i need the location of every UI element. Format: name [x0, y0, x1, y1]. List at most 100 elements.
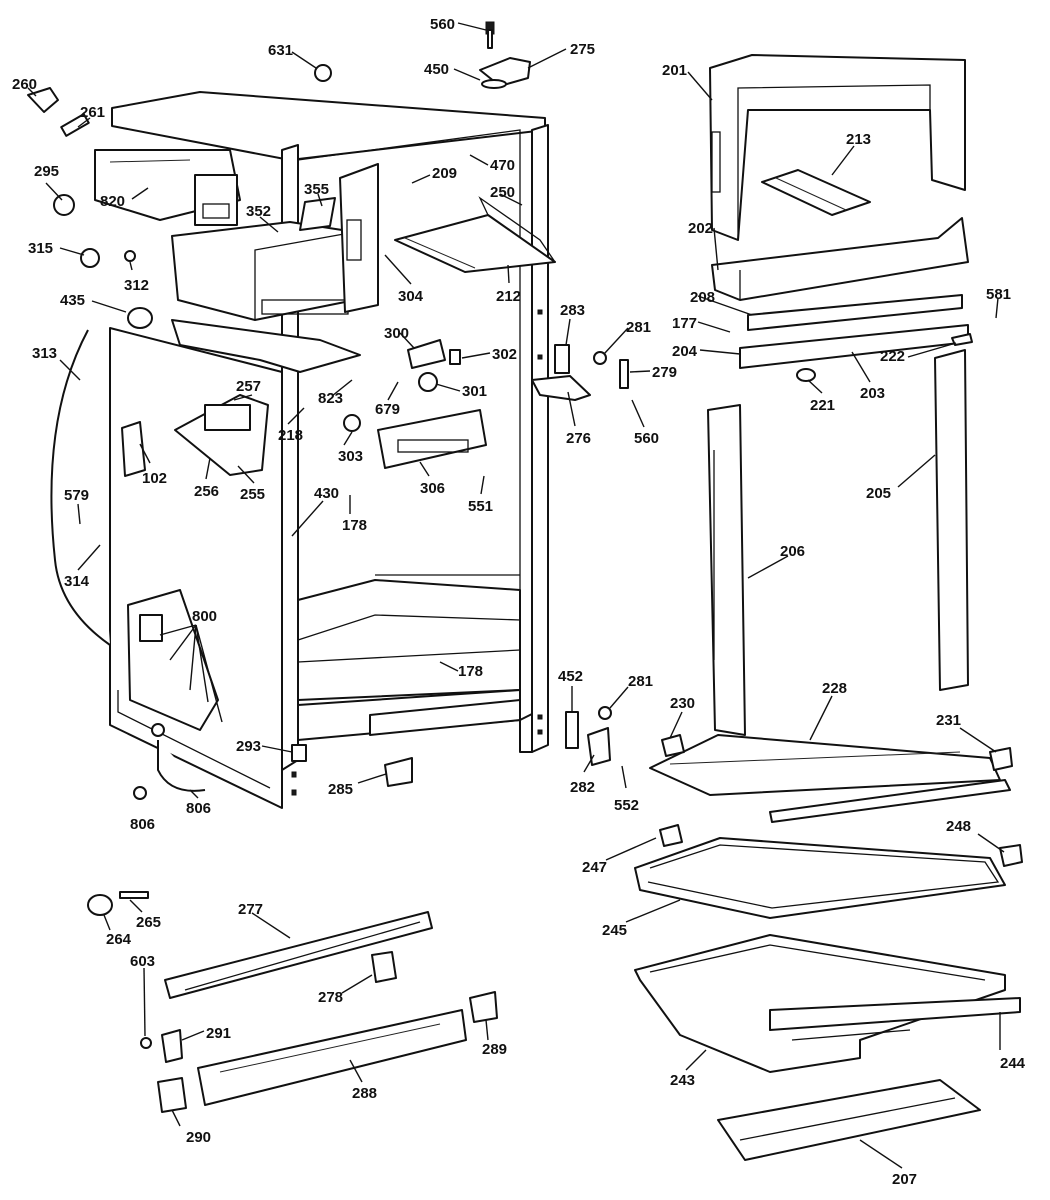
callout-248: 248 [946, 818, 971, 835]
callout-450: 450 [424, 61, 449, 78]
callout-313: 313 [32, 345, 57, 362]
callout-560-hinge: 560 [634, 430, 659, 447]
callout-102: 102 [142, 470, 167, 487]
callout-202: 202 [688, 220, 713, 237]
callout-302: 302 [492, 346, 517, 363]
leader-lines [27, 22, 1005, 1169]
callout-452: 452 [558, 668, 583, 685]
callout-277: 277 [238, 901, 263, 918]
callout-243: 243 [670, 1072, 695, 1089]
callout-260: 260 [12, 76, 37, 93]
callout-207: 207 [892, 1171, 917, 1188]
grille-rail-277 [164, 911, 433, 999]
callout-315: 315 [28, 240, 53, 257]
callout-261: 261 [80, 104, 105, 121]
callout-218: 218 [278, 427, 303, 444]
callout-231: 231 [936, 712, 961, 729]
door-gasket-206 [707, 404, 746, 736]
callout-435: 435 [60, 292, 85, 309]
callout-290: 290 [186, 1129, 211, 1146]
callout-306: 306 [420, 480, 445, 497]
callout-247: 247 [582, 859, 607, 876]
door-strip-205 [934, 349, 969, 691]
callout-293: 293 [236, 738, 261, 755]
callout-603: 603 [130, 953, 155, 970]
callout-206: 206 [780, 543, 805, 560]
ice-bin [171, 197, 356, 321]
callout-203: 203 [860, 385, 885, 402]
callout-255: 255 [240, 486, 265, 503]
callout-303: 303 [338, 448, 363, 465]
callout-278: 278 [318, 989, 343, 1006]
trim-208 [747, 294, 963, 331]
callout-labels: 560 275 450 631 260 261 295 820 355 352 … [12, 16, 1026, 1188]
callout-213: 213 [846, 131, 871, 148]
callout-264: 264 [106, 931, 132, 948]
callout-289: 289 [482, 1041, 507, 1058]
callout-806-right: 806 [186, 800, 211, 817]
callout-250: 250 [490, 184, 515, 201]
callout-300: 300 [384, 325, 409, 342]
callout-552: 552 [614, 797, 639, 814]
callout-281-lower: 281 [628, 673, 653, 690]
callout-800: 800 [192, 608, 217, 625]
icemaker-assembly [94, 149, 241, 226]
callout-177: 177 [672, 315, 697, 332]
callout-205: 205 [866, 485, 891, 502]
wire-shelf-228 [649, 734, 1011, 823]
callout-275: 275 [570, 41, 595, 58]
callout-285: 285 [328, 781, 353, 798]
callout-208: 208 [690, 289, 715, 306]
callout-256: 256 [194, 483, 219, 500]
callout-178-lower: 178 [458, 663, 483, 680]
freezer-door-201 [709, 54, 966, 241]
callout-291: 291 [206, 1025, 231, 1042]
callout-178-upper: 178 [342, 517, 367, 534]
callout-820: 820 [100, 193, 125, 210]
callout-281-upper: 281 [626, 319, 651, 336]
callout-201: 201 [662, 62, 687, 79]
crisper-pan-243 [634, 934, 1021, 1073]
kick-grille-288 [197, 1009, 467, 1106]
callout-209: 209 [432, 165, 457, 182]
callout-560-top: 560 [430, 16, 455, 33]
door-shelf-207 [717, 1079, 981, 1161]
callout-212: 212 [496, 288, 521, 305]
callout-314: 314 [64, 573, 90, 590]
callout-312: 312 [124, 277, 149, 294]
callout-679: 679 [375, 401, 400, 418]
callout-806-left: 806 [130, 816, 155, 833]
callout-221: 221 [810, 397, 835, 414]
callout-355: 355 [304, 181, 329, 198]
callout-282: 282 [570, 779, 595, 796]
callout-257: 257 [236, 378, 261, 395]
callout-204: 204 [672, 343, 698, 360]
freezer-shelf [171, 319, 361, 373]
callout-823: 823 [318, 390, 343, 407]
callout-288: 288 [352, 1085, 377, 1102]
callout-230: 230 [670, 695, 695, 712]
callout-283: 283 [560, 302, 585, 319]
callout-222: 222 [880, 348, 905, 365]
air-duct-304 [339, 163, 379, 313]
wire-shelf-212 [394, 196, 556, 273]
callout-631: 631 [268, 42, 293, 59]
callout-352: 352 [246, 203, 271, 220]
callout-301: 301 [462, 383, 487, 400]
callout-579: 579 [64, 487, 89, 504]
callout-228: 228 [822, 680, 847, 697]
callout-551: 551 [468, 498, 493, 515]
callout-304: 304 [398, 288, 424, 305]
callout-279: 279 [652, 364, 677, 381]
ice-tray-213 [761, 169, 871, 216]
trim-203 [739, 324, 969, 369]
callout-244: 244 [1000, 1055, 1026, 1072]
callout-430: 430 [314, 485, 339, 502]
callout-265: 265 [136, 914, 161, 931]
roller-264 [87, 891, 149, 916]
callout-295: 295 [34, 163, 59, 180]
callout-470: 470 [490, 157, 515, 174]
door-bottom-202 [711, 217, 969, 301]
callout-581: 581 [986, 286, 1011, 303]
